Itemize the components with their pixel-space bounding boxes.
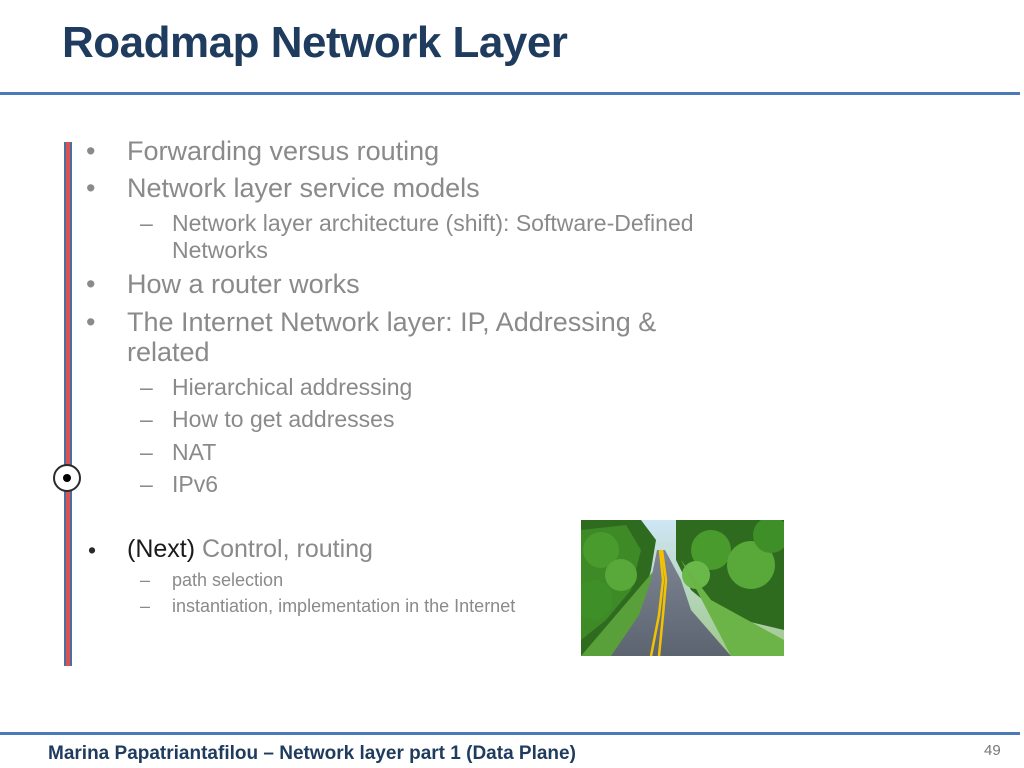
outline-item-internet-layer: The Internet Network layer: IP, Addressi…	[127, 307, 657, 337]
dash-icon: –	[140, 570, 151, 590]
outline-item-next: (Next) Control, routing	[127, 535, 373, 564]
title-divider	[0, 92, 1020, 95]
outline-subitem-instantiation: instantiation, implementation in the Int…	[172, 596, 516, 616]
bullet-icon: •	[86, 173, 96, 203]
outline-item-forwarding: Forwarding versus routing	[127, 136, 440, 166]
dash-icon: –	[140, 439, 153, 465]
footer-author: Marina Papatriantafilou – Network layer …	[48, 743, 576, 764]
bullet-icon: •	[86, 136, 96, 166]
dash-icon: –	[140, 374, 153, 400]
bullet-icon: •	[86, 269, 96, 299]
outline-subitem-addresses: How to get addresses	[172, 406, 395, 432]
outline-item-service-models: Network layer service models	[127, 173, 480, 203]
bullet-icon: •	[88, 537, 97, 563]
outline-item-internet-layer-cont: related	[127, 337, 210, 367]
dash-icon: –	[140, 406, 153, 432]
progress-track	[64, 142, 72, 666]
slide-title: Roadmap Network Layer	[62, 18, 568, 67]
footer-divider	[0, 732, 1020, 735]
dash-icon: –	[140, 210, 153, 236]
dash-icon: –	[140, 471, 153, 497]
next-topic: Control, routing	[195, 535, 373, 563]
progress-marker-icon	[53, 464, 81, 492]
outline-subitem-path-selection: path selection	[172, 570, 284, 590]
outline-item-router: How a router works	[127, 269, 360, 299]
page-number: 49	[984, 742, 1001, 759]
next-label: (Next)	[127, 535, 196, 563]
bullet-icon: •	[86, 307, 96, 337]
road-photo	[581, 520, 784, 656]
outline-subitem-sdn: Network layer architecture (shift): Soft…	[172, 210, 694, 236]
outline-subitem-nat: NAT	[172, 439, 217, 465]
outline-subitem-hierarchical: Hierarchical addressing	[172, 374, 413, 400]
outline-subitem-ipv6: IPv6	[172, 471, 219, 497]
dash-icon: –	[140, 596, 151, 616]
outline-subitem-sdn-cont: Networks	[172, 237, 268, 263]
